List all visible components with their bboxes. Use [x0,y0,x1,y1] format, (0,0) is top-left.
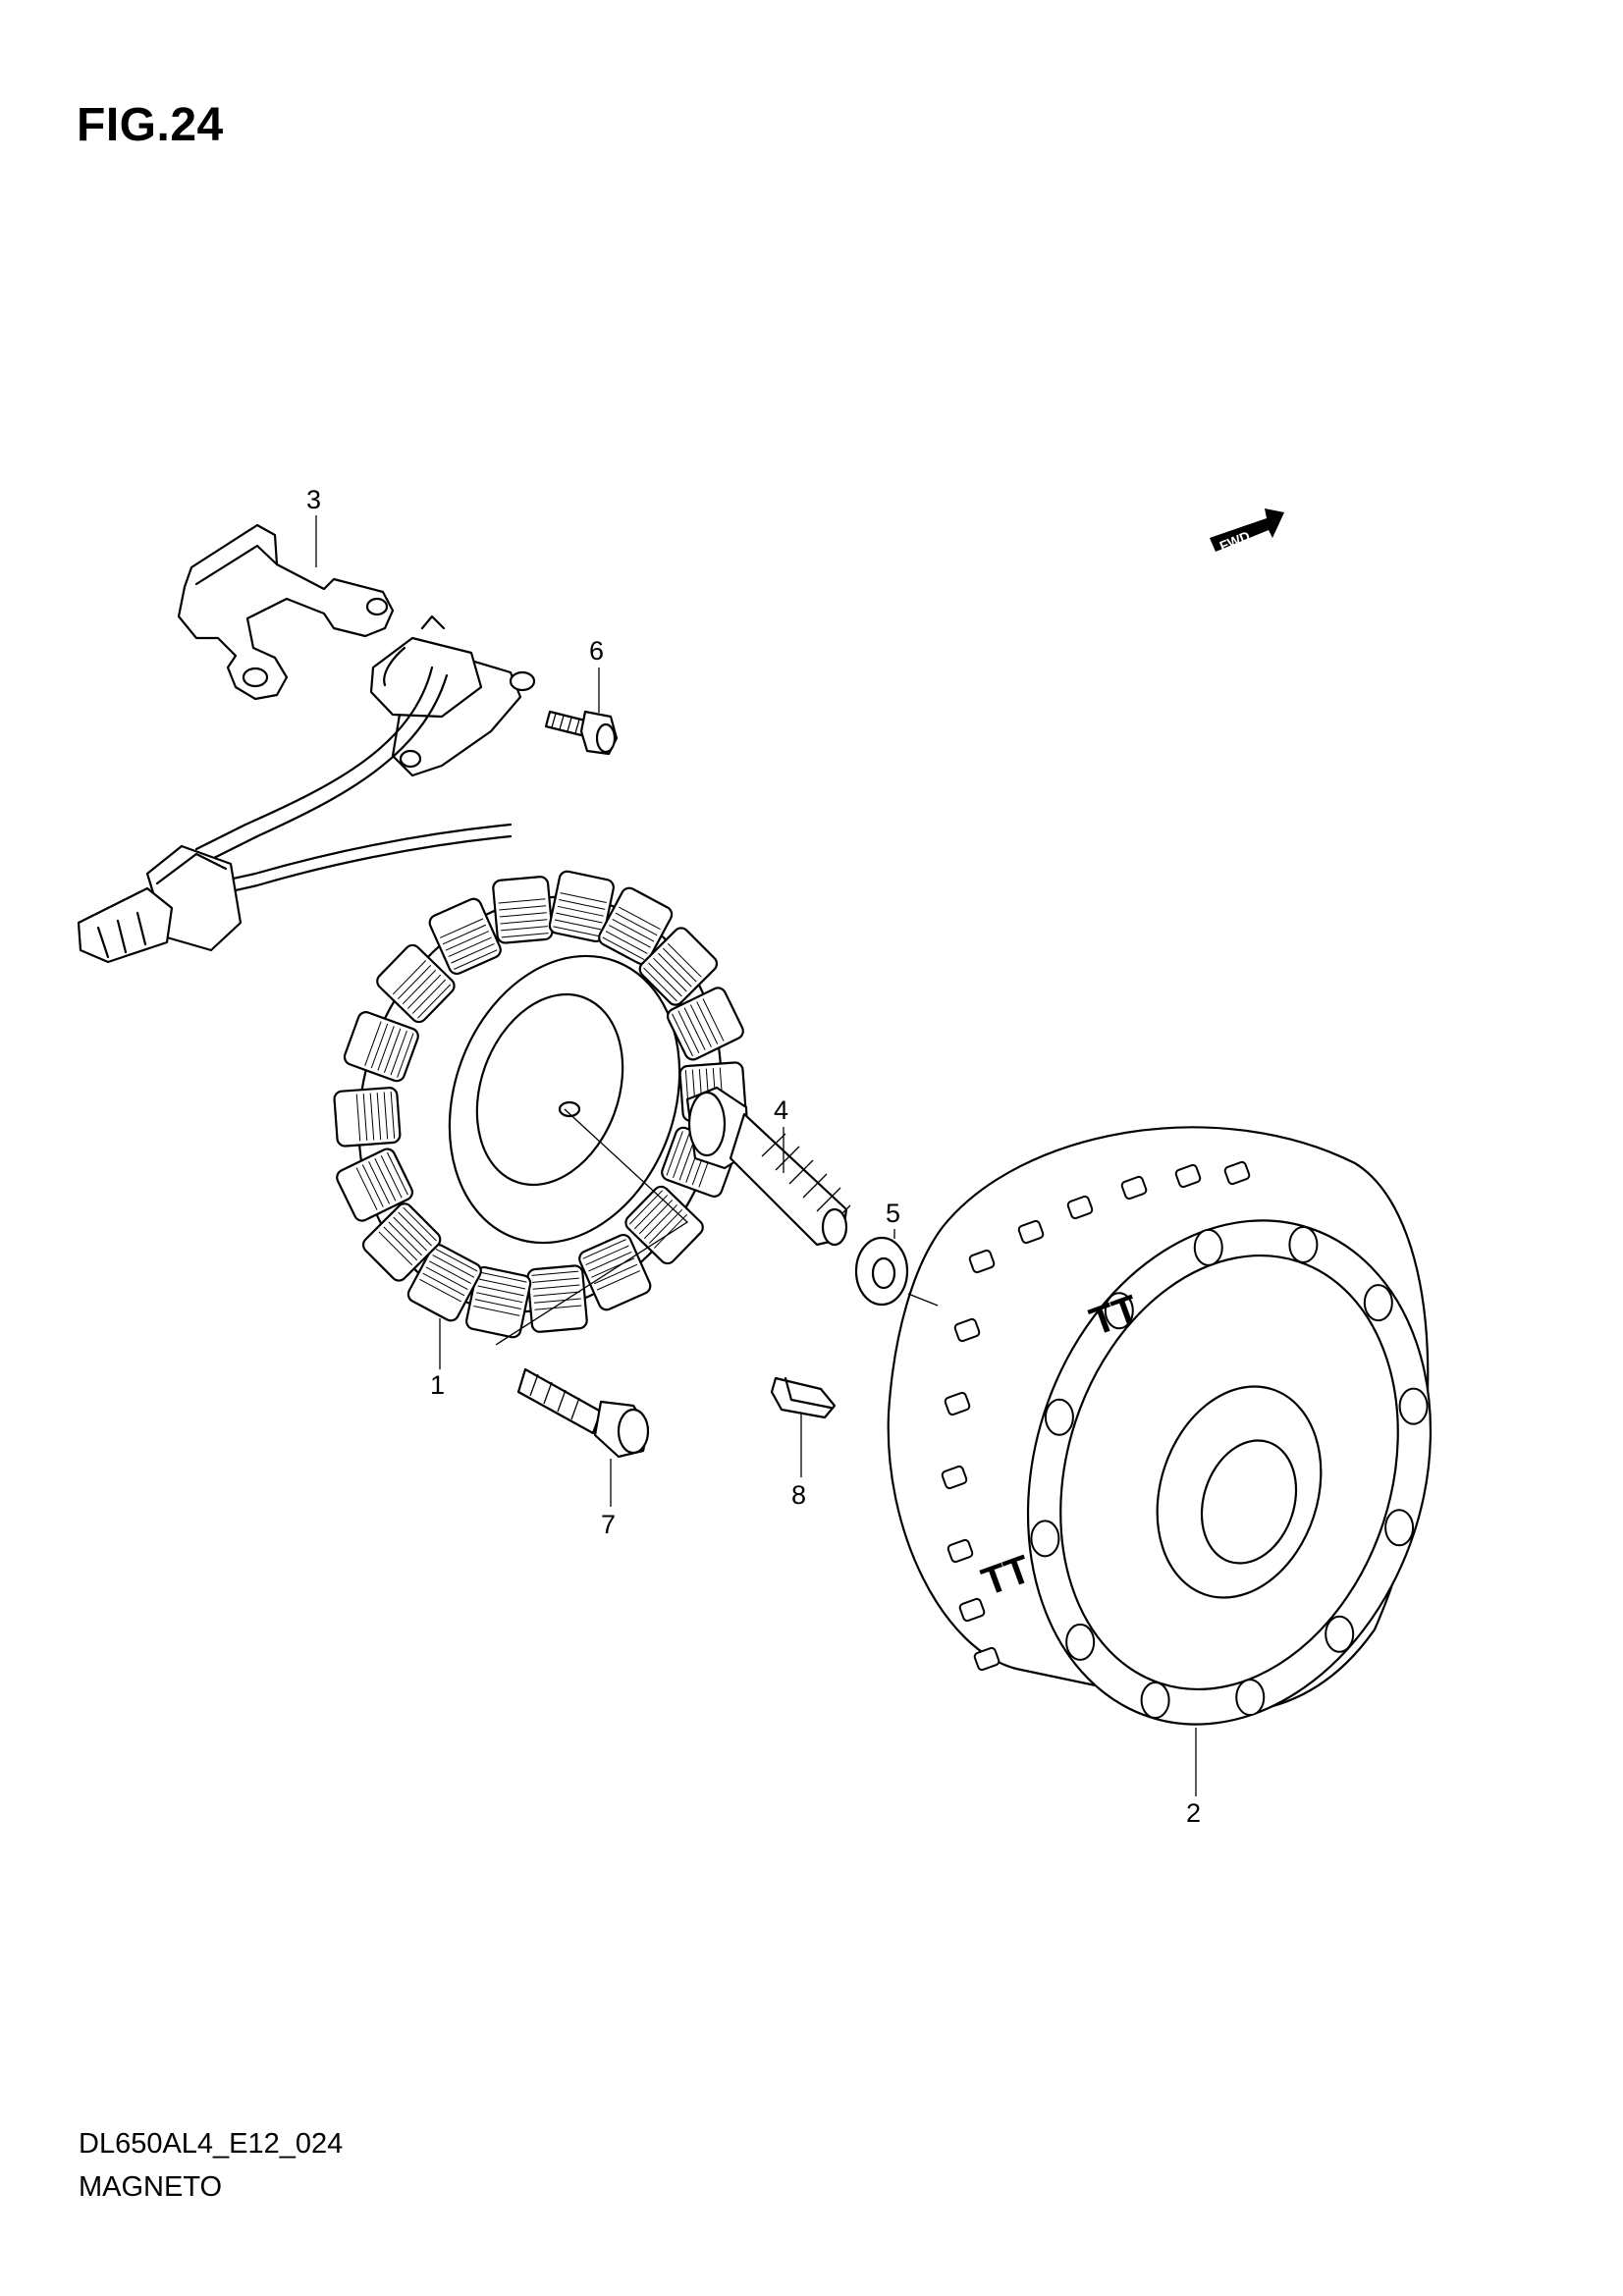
rotor-slot [944,1391,971,1416]
callout-6: 6 [589,636,604,666]
stator-pole [336,1148,414,1222]
stator-pole [406,1243,482,1322]
rotor-bolt-part [685,1086,851,1247]
stator-pole [578,1233,652,1311]
rotor-slot [1017,1219,1045,1245]
rotor-face-hole [1288,1225,1319,1263]
wire-harness [77,666,513,964]
rotor-face-hole [1065,1623,1096,1661]
callout-7: 7 [601,1510,616,1539]
rotor-face-hole [1104,1292,1134,1330]
stator-pole [333,1087,402,1148]
stator-pole [624,1185,704,1265]
fwd-label: FWD [1217,528,1253,555]
bracket-screw-part [544,710,619,756]
rotor-slot [1120,1175,1148,1201]
rotor-face-hole [1235,1679,1266,1717]
leader-lines [315,515,1197,1796]
callout-3: 3 [306,485,321,514]
drawing-code: DL650AL4_E12_024 [79,2128,344,2160]
stator-pole [343,1011,419,1083]
rotor-face-hole [1398,1387,1429,1425]
rotor-slot [958,1597,986,1623]
stator-pole [598,886,674,966]
stator-pole [638,927,719,1006]
rotor-face-hole [1140,1682,1170,1720]
rotor-face-hole [1193,1228,1223,1266]
figure-title: FIG.24 [77,99,224,151]
rotor-slot [1066,1195,1094,1220]
fwd-arrow-icon: FWD [1210,508,1284,554]
stator-pole [465,1265,532,1339]
stator-pole [526,1264,588,1333]
rotor-slot [953,1317,981,1343]
callout-8: 8 [791,1480,806,1510]
rotor-slot [941,1465,968,1490]
rotor-slot [973,1646,1001,1672]
callout-1: 1 [430,1370,445,1400]
stator-pole [361,1202,442,1282]
stator-pole [428,897,502,976]
callout-5: 5 [886,1199,900,1228]
callout-labels: 3 6 4 5 1 8 7 2 [306,485,1201,1828]
rotor-face-hole [1325,1615,1355,1653]
rotor-part: TT TT [887,1126,1433,1726]
rotor-face-hole [1044,1398,1074,1436]
stator-pole [376,943,456,1024]
rotor-face-hole [1384,1509,1415,1547]
key-part [770,1376,837,1419]
rotor-face-hole [1030,1520,1060,1558]
stator-pole [492,876,554,944]
stator-screw-part [516,1367,650,1459]
rotor-slot [968,1249,996,1274]
washer-part [854,1236,909,1307]
callout-2: 2 [1186,1798,1201,1828]
rotor-slot [1223,1160,1251,1186]
pickup-coil-part [369,614,536,777]
rotor-slot [947,1538,974,1564]
rotor-face-hole [1363,1284,1393,1322]
stator-pole [548,870,615,943]
callout-4: 4 [774,1095,788,1125]
bracket-part [177,523,395,701]
assembly-name: MAGNETO [79,2171,223,2203]
stator-pole [666,987,744,1061]
rotor-slot [1174,1163,1202,1189]
